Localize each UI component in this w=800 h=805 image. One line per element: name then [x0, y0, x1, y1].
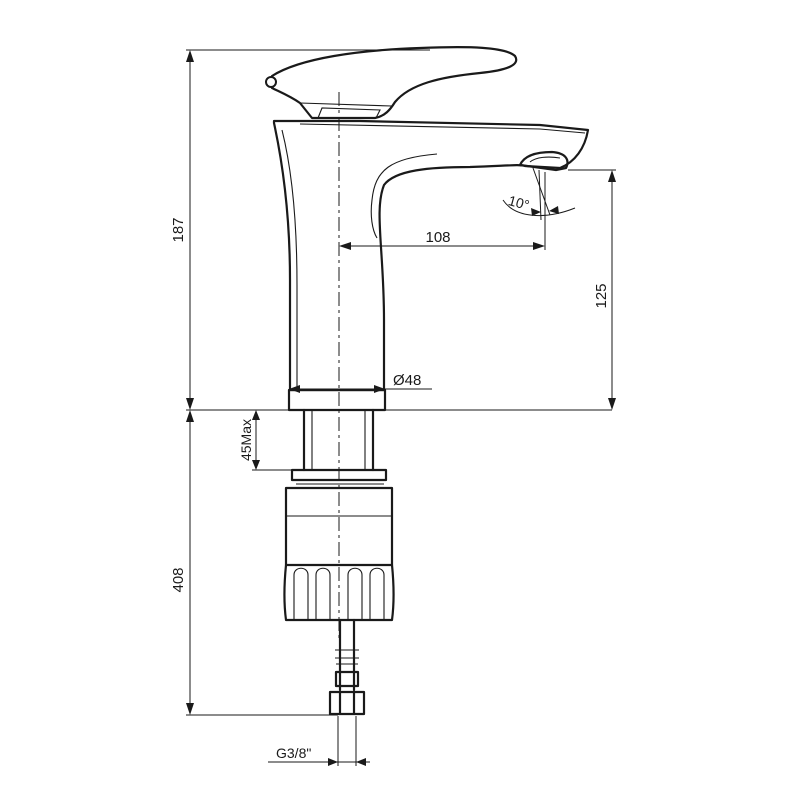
dim-label-spout-height: 125 — [593, 283, 610, 308]
dim-label-spout-reach: 108 — [425, 229, 450, 246]
threaded-shank — [302, 408, 375, 472]
dim-label-body-diameter: Ø48 — [393, 372, 421, 389]
aerator — [518, 150, 569, 172]
lever-handle — [270, 46, 518, 120]
dim-label-hose-length: 408 — [170, 567, 187, 592]
dim-label-total-height: 187 — [170, 217, 187, 242]
base-ring — [287, 388, 387, 412]
hose-hex-nut — [328, 690, 366, 716]
lever-pivot-icon — [265, 76, 277, 88]
flexible-hose — [338, 618, 356, 692]
dim-label-tilt-angle: 10° — [507, 192, 532, 213]
dim-label-deck-thickness: 45Max — [238, 419, 254, 461]
faucet-body — [272, 119, 590, 392]
dim-label-connection: G3/8" — [276, 745, 311, 761]
